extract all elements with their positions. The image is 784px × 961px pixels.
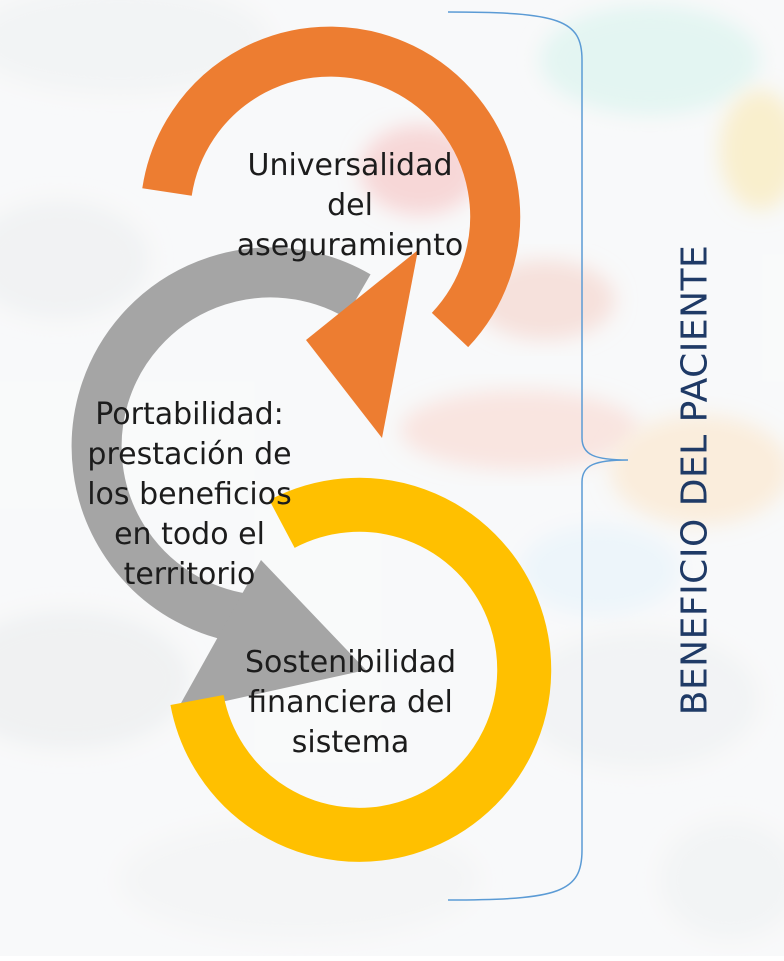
cycle-step-3-label: Sostenibilidad financiera del sistema — [244, 645, 457, 760]
bracket-brace — [447, 11, 629, 901]
cycle-arrow-orange — [142, 26, 521, 438]
cycle-step-2-label: Portabilidad: prestación de los benefici… — [87, 397, 292, 592]
cycle-arrow-gray — [71, 247, 371, 712]
cycle-step-1-label: Universalidad del aseguramiento — [236, 148, 464, 263]
side-label-text: BENEFICIO DEL PACIENTE — [674, 244, 716, 716]
cycle-ring-gold — [170, 477, 552, 862]
